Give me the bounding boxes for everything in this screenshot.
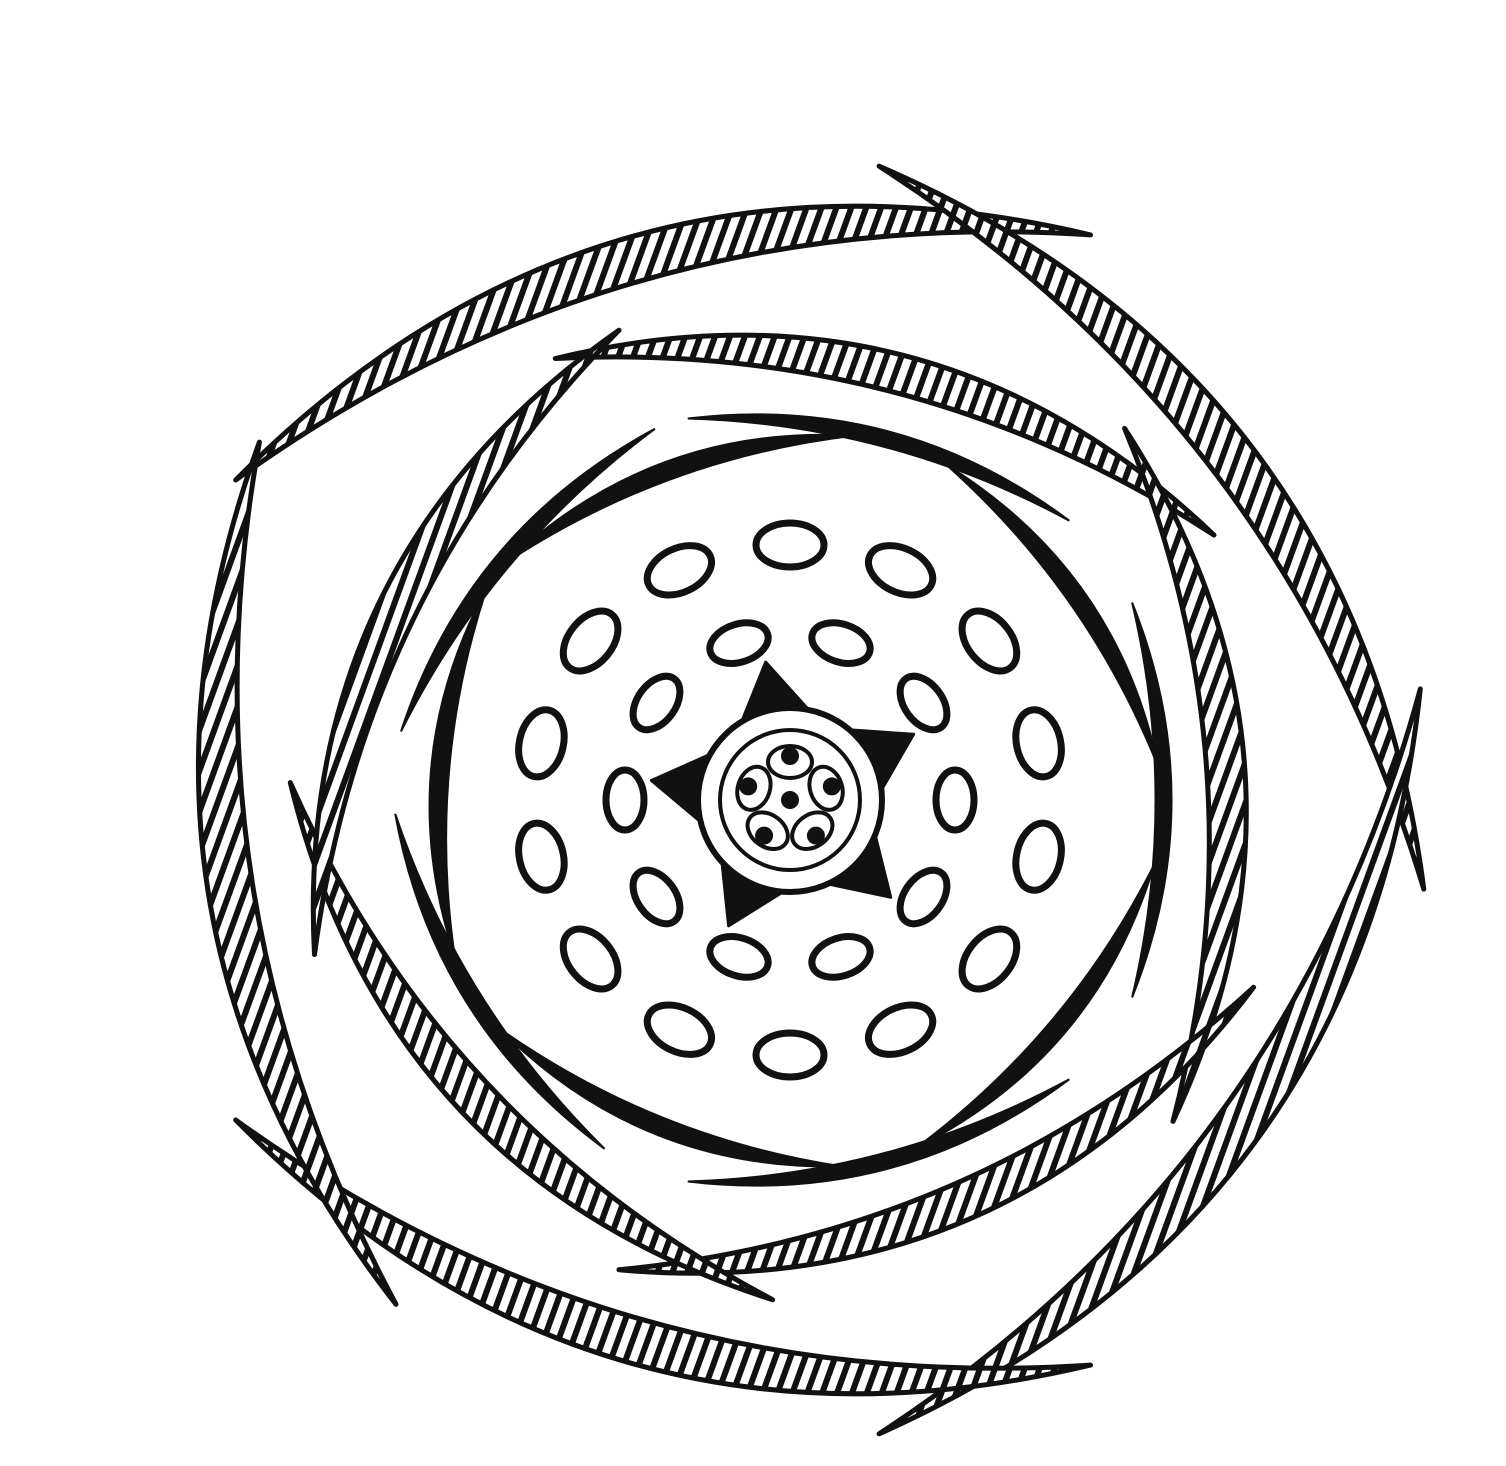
ovule-2 bbox=[823, 777, 841, 795]
stamen-inner-5 bbox=[807, 930, 876, 985]
stamen-outer-6 bbox=[951, 919, 1028, 1000]
stamen-outer-14 bbox=[639, 536, 719, 605]
stamen-outer-1 bbox=[756, 523, 824, 567]
ovule-3 bbox=[807, 827, 825, 845]
ovule-5 bbox=[739, 777, 757, 795]
stamen-inner-8 bbox=[606, 770, 644, 830]
stamen-outer-4 bbox=[1010, 705, 1068, 781]
stamen-inner-7 bbox=[623, 862, 689, 933]
central-ovary bbox=[651, 662, 913, 926]
stamen-inner-10 bbox=[705, 616, 774, 671]
stamen-outer-5 bbox=[1010, 819, 1068, 895]
stamen-outer-10 bbox=[552, 919, 629, 1000]
ovule-1 bbox=[781, 747, 799, 765]
stamen-inner-3 bbox=[936, 770, 974, 830]
black-crescent-inner-2 bbox=[1132, 603, 1171, 998]
stamen-inner-1 bbox=[807, 616, 876, 671]
stamen-outer-12 bbox=[512, 705, 570, 781]
stamen-outer-2 bbox=[860, 536, 940, 605]
stamen-inner-6 bbox=[705, 930, 774, 985]
stamen-outer-11 bbox=[512, 819, 570, 895]
stamen-outer-7 bbox=[860, 995, 940, 1064]
central-axis bbox=[781, 791, 799, 809]
stamen-outer-8 bbox=[756, 1033, 824, 1077]
black-crescent-inner-5 bbox=[401, 429, 655, 732]
stamen-inner-4 bbox=[890, 862, 956, 933]
ovule-4 bbox=[755, 827, 773, 845]
stamen-outer-9 bbox=[639, 995, 719, 1064]
stamen-outer-13 bbox=[552, 601, 629, 682]
stamen-inner-9 bbox=[623, 668, 689, 739]
stamen-inner-2 bbox=[890, 668, 956, 739]
stamen-outer-3 bbox=[951, 601, 1028, 682]
